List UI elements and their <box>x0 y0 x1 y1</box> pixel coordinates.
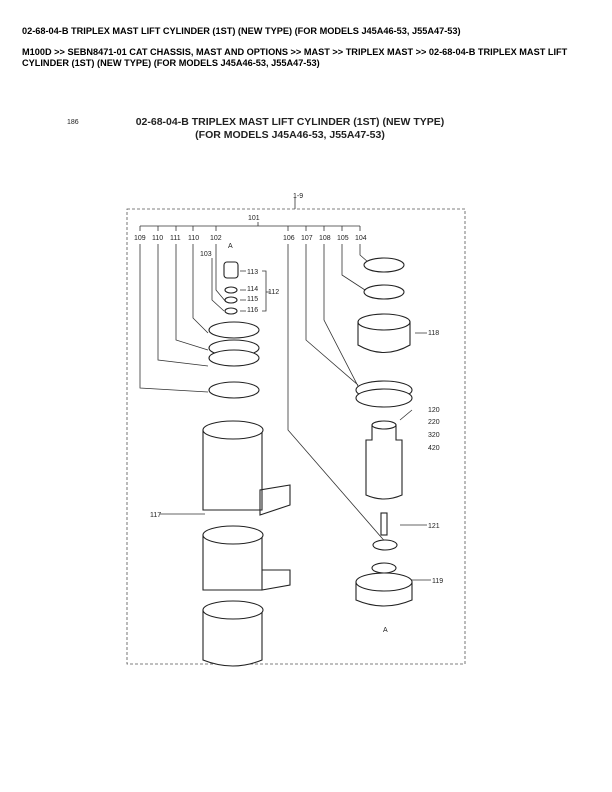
label-117: 117 <box>150 512 161 519</box>
seal-105 <box>363 284 405 300</box>
label-115: 115 <box>247 296 258 303</box>
piston-rod-120 <box>365 424 403 500</box>
page-header-title: 02-68-04-B TRIPLEX MAST LIFT CYLINDER (1… <box>22 26 461 36</box>
assembly-boundary <box>126 197 466 665</box>
label-104: 104 <box>355 235 367 242</box>
label-114: 114 <box>247 286 258 293</box>
label-118: 118 <box>428 330 439 337</box>
top-labels: 109 110 111 110 102 103 A 106 107 108 10… <box>134 235 443 634</box>
label-111: 111 <box>170 235 181 242</box>
page-number: 186 <box>67 119 79 126</box>
breadcrumb: M100D >> SEBN8471-01 CAT CHASSIS, MAST A… <box>22 47 568 68</box>
label-1-9: 1-9 <box>293 193 303 200</box>
label-420: 420 <box>428 445 440 452</box>
label-119: 119 <box>432 578 443 585</box>
cylinder-parts <box>202 257 413 667</box>
label-101: 101 <box>248 215 260 222</box>
label-106: 106 <box>283 235 295 242</box>
label-a-top: A <box>228 243 233 250</box>
label-113: 113 <box>247 269 258 276</box>
label-112: 112 <box>268 289 279 296</box>
label-a-bottom: A <box>383 627 388 634</box>
diagram-title-line1: 02-68-04-B TRIPLEX MAST LIFT CYLINDER (1… <box>136 116 445 128</box>
label-110b: 110 <box>188 235 199 242</box>
cylinder-tube-117 <box>202 429 291 516</box>
label-109: 109 <box>134 235 146 242</box>
seal-104 <box>363 257 405 273</box>
label-120: 120 <box>428 407 440 414</box>
label-116: 116 <box>247 307 258 314</box>
label-220: 220 <box>428 419 440 426</box>
head-118 <box>357 321 411 354</box>
leader-lines <box>139 244 431 581</box>
ring-116 <box>224 307 238 315</box>
label-103: 103 <box>200 251 212 258</box>
label-320: 320 <box>428 432 440 439</box>
label-110: 110 <box>152 235 163 242</box>
label-108: 108 <box>319 235 331 242</box>
check-valve-113 <box>223 261 239 279</box>
o-ring-108 <box>355 388 413 408</box>
o-ring-114 <box>224 286 238 294</box>
ring-109 <box>208 381 260 399</box>
snap-ring <box>372 539 398 551</box>
washer-115 <box>224 296 238 304</box>
diagram-title-line2: (FOR MODELS J45A46-53, J55A47-53) <box>195 129 385 141</box>
label-105: 105 <box>337 235 349 242</box>
ring-110 <box>208 321 260 339</box>
label-102: 102 <box>210 235 222 242</box>
label-107: 107 <box>301 235 313 242</box>
label-121: 121 <box>428 523 440 530</box>
pin-121 <box>380 512 388 536</box>
